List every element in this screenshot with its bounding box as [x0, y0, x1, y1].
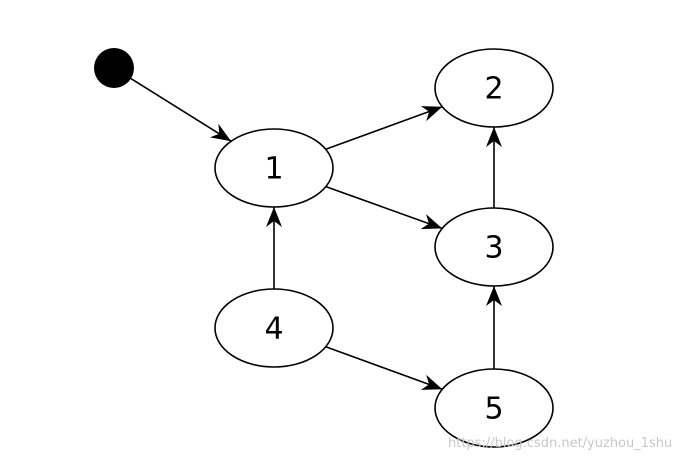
- node-3: 3: [434, 207, 554, 287]
- node-4: 4: [214, 288, 334, 368]
- node-5-label: 5: [484, 392, 503, 427]
- node-1: 1: [214, 128, 334, 208]
- edge-node-1-to-node-2: [325, 106, 443, 150]
- node-5: 5: [434, 368, 554, 448]
- node-2-label: 2: [484, 72, 503, 107]
- node-3-label: 3: [484, 231, 503, 266]
- edge-node-1-to-node-3: [325, 185, 443, 230]
- edges-group: [130, 77, 502, 390]
- node-4-label: 4: [264, 312, 283, 347]
- node-1-label: 1: [264, 152, 283, 187]
- edge-start-to-node-1: [130, 77, 232, 142]
- start-state-dot: [94, 48, 134, 88]
- node-2: 2: [434, 48, 554, 128]
- edge-node-4-to-node-5: [325, 346, 443, 390]
- watermark-text: https://blog.csdn.net/yuzhou_1shu: [448, 436, 673, 451]
